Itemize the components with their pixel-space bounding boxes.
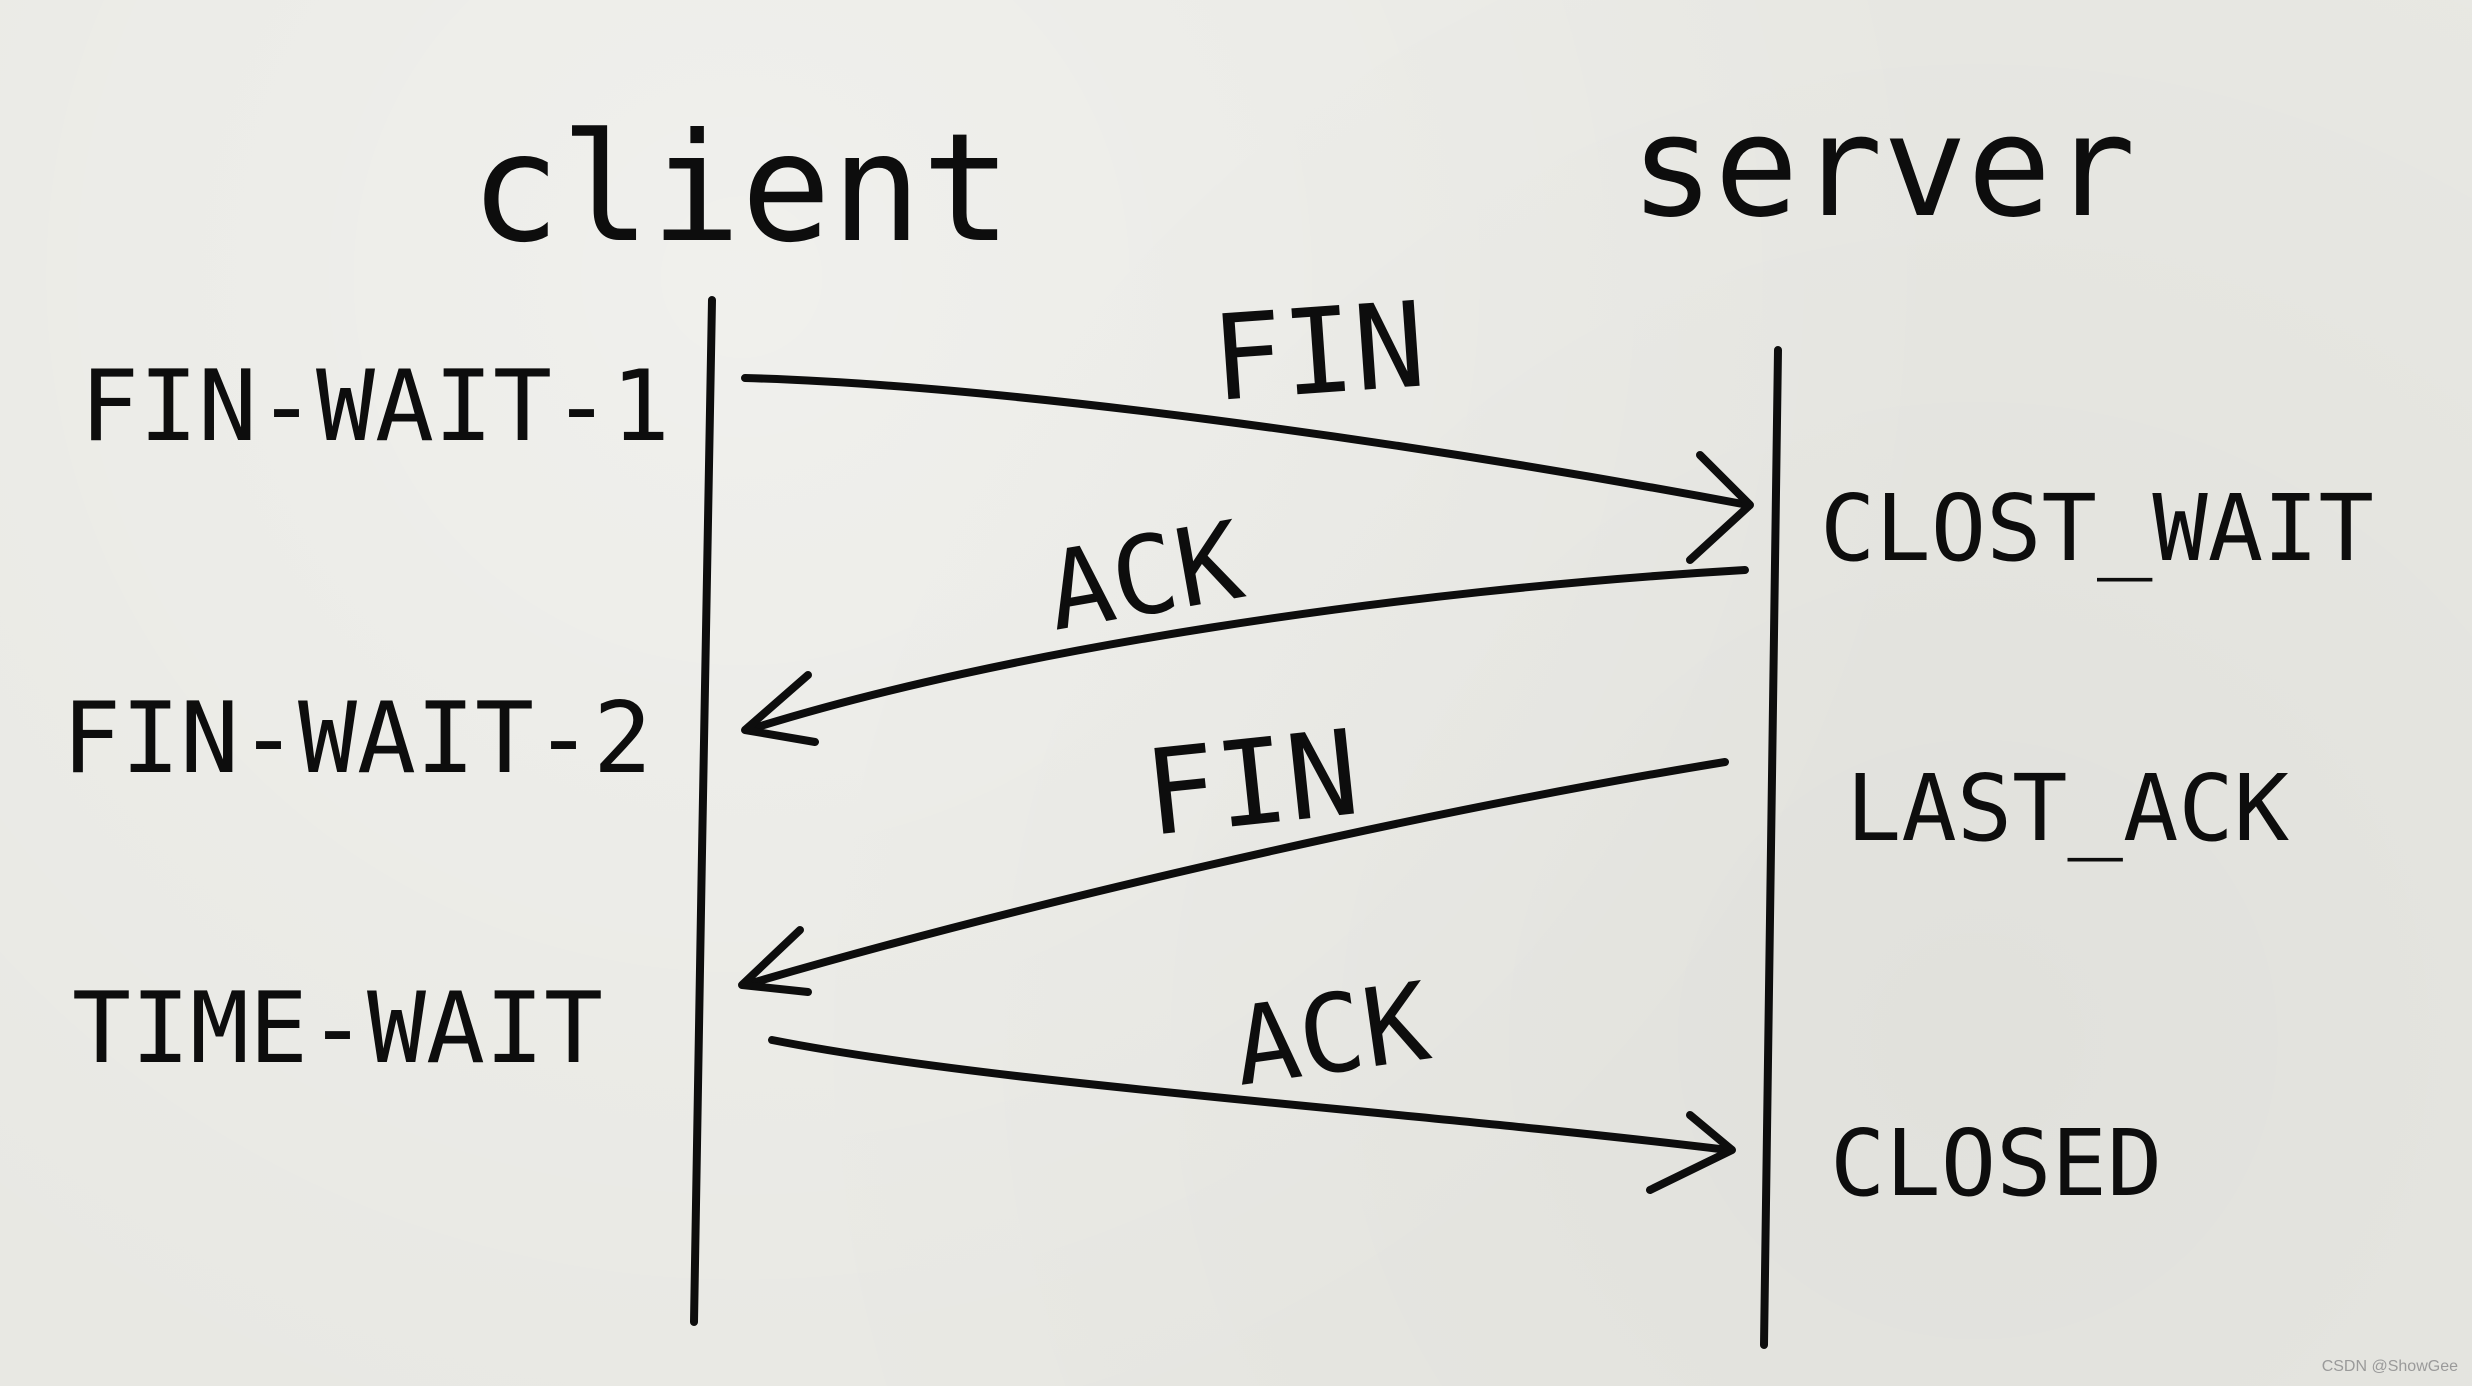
client-state-time-wait: TIME-WAIT: [72, 972, 603, 1086]
client-lifeline: [690, 296, 716, 1326]
client-state-fin-wait-2: FIN-WAIT-2: [62, 682, 652, 796]
arrowhead-fin-2: [738, 926, 812, 996]
arrowhead-fin-1: [1686, 451, 1754, 564]
client-title: client: [470, 102, 1012, 276]
server-lifeline: [1760, 346, 1782, 1349]
server-state-clost-wait: CLOST_WAIT: [1820, 475, 2374, 582]
server-title: server: [1630, 86, 2136, 249]
server-state-closed: CLOSED: [1830, 1110, 2162, 1217]
message-arrow-fin-1: [741, 374, 1752, 509]
server-state-last-ack: LAST_ACK: [1846, 755, 2290, 862]
arrowhead-ack-2: [1646, 1111, 1736, 1194]
arrowhead-ack-1: [741, 671, 819, 746]
message-label-fin-2: FIN: [1139, 703, 1365, 863]
message-arrow-fin-2: [741, 758, 1729, 989]
watermark: CSDN @ShowGee: [2321, 1358, 2458, 1375]
message-label-ack-2: ACK: [1226, 960, 1437, 1111]
message-label-fin-1: FIN: [1207, 275, 1429, 428]
message-label-ack-1: ACK: [1038, 499, 1252, 656]
message-arrow-ack-1: [744, 566, 1749, 734]
message-arrow-ack-2: [768, 1036, 1732, 1154]
client-state-fin-wait-1: FIN-WAIT-1: [80, 350, 670, 464]
